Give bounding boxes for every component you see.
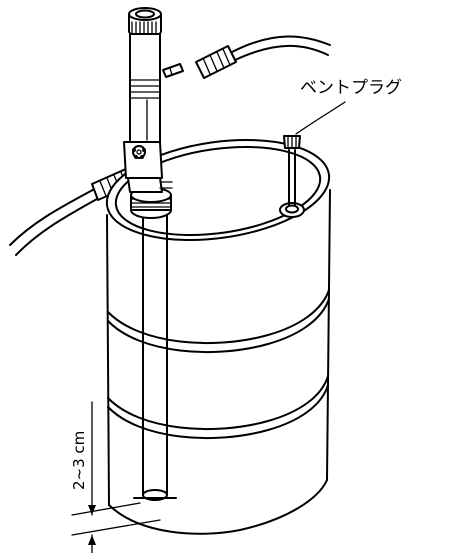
clearance-dimension [71, 401, 161, 553]
vent-plug-label: ベントプラグ [300, 78, 402, 98]
vent-plug [283, 135, 301, 207]
drum [105, 138, 331, 535]
air-inlet-fitting [162, 63, 184, 78]
air-hose-coupler [195, 45, 237, 79]
pump-outlet-housing [123, 141, 173, 193]
pump-body [129, 31, 161, 143]
pump-cap [128, 7, 162, 35]
pump-suction-tube [133, 214, 177, 501]
fluid-outlet-hose [9, 185, 105, 256]
air-supply-hose [231, 35, 331, 61]
vent-plug-leader-line [295, 101, 346, 135]
clearance-label: 2~3 cm [70, 431, 88, 490]
vent-bung [279, 202, 305, 218]
